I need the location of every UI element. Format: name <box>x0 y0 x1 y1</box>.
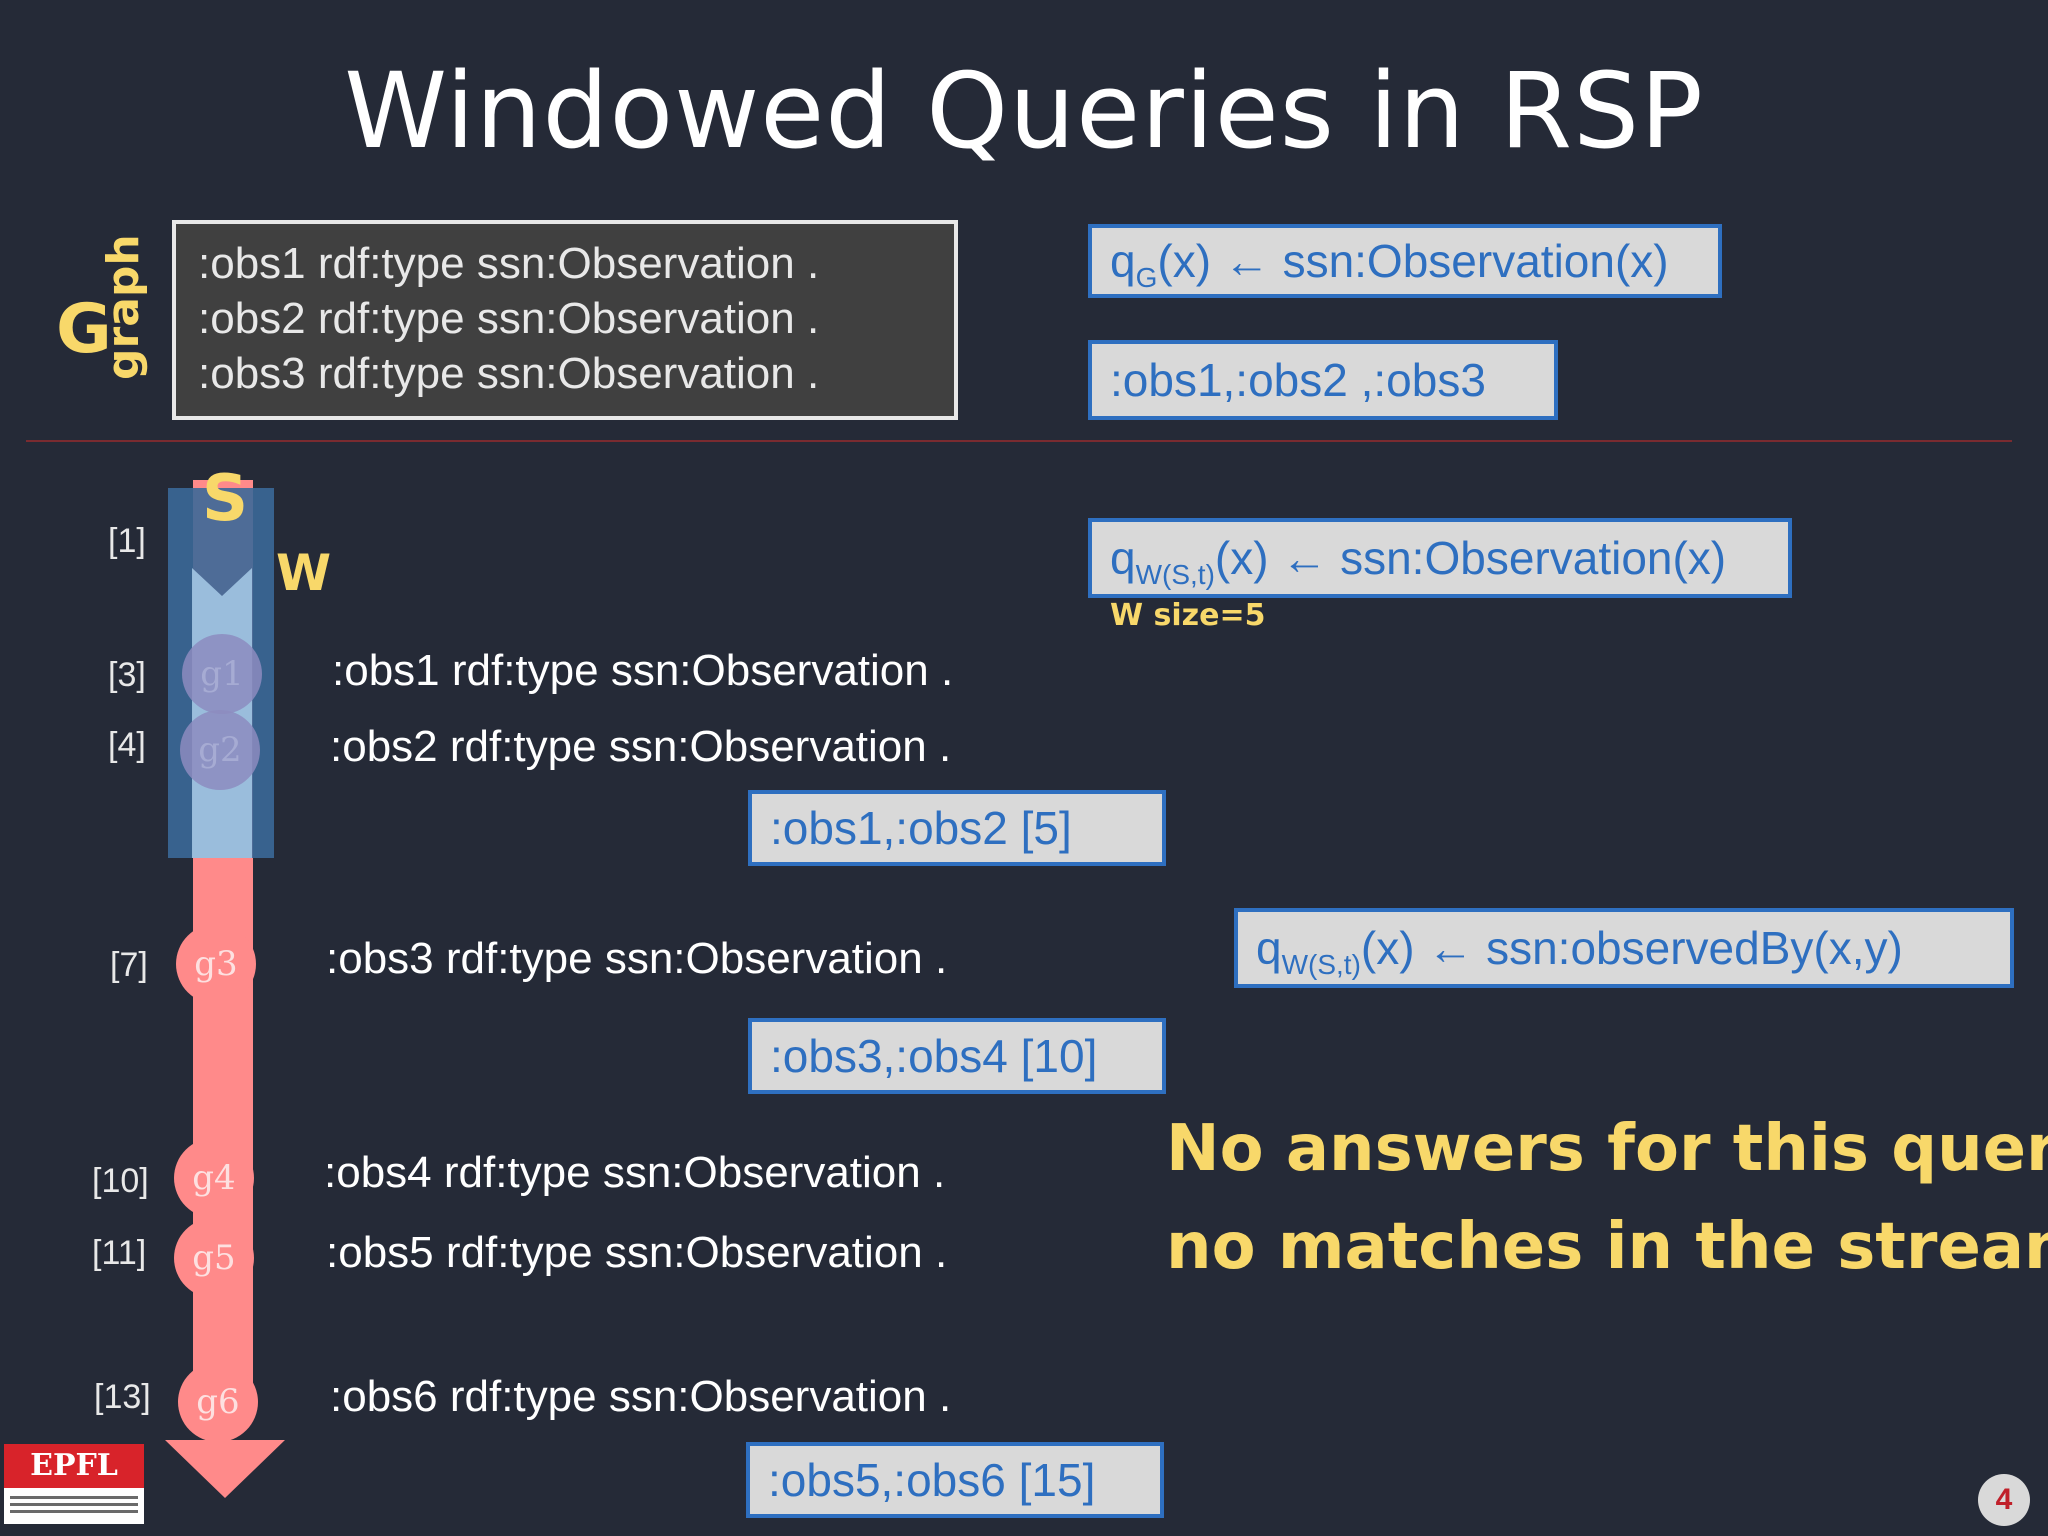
query-graph-answer: :obs1,:obs2 ,:obs3 <box>1088 340 1558 420</box>
query-subscript: W(S,t) <box>1135 559 1215 591</box>
graph-label: graph <box>98 234 149 380</box>
stream-triple: :obs3 rdf:type ssn:Observation . <box>326 934 948 983</box>
page-number: 4 <box>1978 1474 2030 1526</box>
logo-wordmark: EPFL <box>4 1444 144 1488</box>
graph-box: :obs1 rdf:type ssn:Observation . :obs2 r… <box>172 220 958 420</box>
stream-triple: :obs6 rdf:type ssn:Observation . <box>330 1372 952 1421</box>
query-subscript: W(S,t) <box>1281 949 1361 981</box>
window-letter: W <box>276 544 332 602</box>
timestamp: [10] <box>92 1162 149 1200</box>
timestamp: [1] <box>108 522 146 560</box>
slide-title: Windowed Queries in RSP <box>344 50 1704 172</box>
query-graph: qG(x) ← ssn:Observation(x) <box>1088 224 1722 298</box>
timestamp: [7] <box>110 946 148 984</box>
logo-subtext <box>4 1492 144 1522</box>
stream-triple: :obs2 rdf:type ssn:Observation . <box>330 722 952 771</box>
stream-triple: :obs1 rdf:type ssn:Observation . <box>332 646 954 695</box>
query-subscript: G <box>1135 262 1158 294</box>
graph-triple: :obs1 rdf:type ssn:Observation . <box>198 239 820 288</box>
note-line: no matches in the stream <box>1166 1210 2048 1284</box>
graph-triple: :obs2 rdf:type ssn:Observation . <box>198 294 820 343</box>
query-window-observation: qW(S,t)(x) ← ssn:Observation(x) <box>1088 518 1792 598</box>
stream-triple: :obs5 rdf:type ssn:Observation . <box>326 1228 948 1277</box>
query-symbol: q <box>1256 922 1282 974</box>
graph-letter: G <box>56 290 112 369</box>
graph-triple: :obs3 rdf:type ssn:Observation . <box>198 349 820 398</box>
note-line: No answers for this query: <box>1166 1112 2048 1186</box>
stream-node: g5 <box>174 1218 254 1298</box>
stream-triple: :obs4 rdf:type ssn:Observation . <box>324 1148 946 1197</box>
query-body: (x) ← ssn:observedBy(x,y) <box>1360 922 1903 974</box>
window-result: :obs5,:obs6 [15] <box>746 1442 1164 1518</box>
query-symbol: q <box>1110 532 1136 584</box>
stream-letter: S <box>202 462 249 536</box>
no-answers-note: No answers for this query: no matches in… <box>1166 1100 2048 1296</box>
stream-node: g4 <box>174 1138 254 1218</box>
epfl-logo: EPFL <box>4 1444 144 1524</box>
window-result: :obs1,:obs2 [5] <box>748 790 1166 866</box>
query-body: (x) ← ssn:Observation(x) <box>1214 532 1727 584</box>
window-result: :obs3,:obs4 [10] <box>748 1018 1166 1094</box>
stream-node: g3 <box>176 924 256 1004</box>
timestamp: [3] <box>108 656 146 694</box>
query-window-observedby: qW(S,t)(x) ← ssn:observedBy(x,y) <box>1234 908 2014 988</box>
query-symbol: q <box>1110 235 1136 287</box>
section-divider <box>26 440 2012 442</box>
timestamp: [11] <box>92 1234 147 1272</box>
arrow-head <box>165 1440 285 1498</box>
stream-node: g6 <box>178 1362 258 1442</box>
query-body: (x) ← ssn:Observation(x) <box>1157 235 1669 287</box>
timestamp: [13] <box>94 1378 151 1416</box>
timestamp: [4] <box>108 726 146 764</box>
stream-node: g1 <box>182 634 262 714</box>
window-size-label: W size=5 <box>1110 598 1266 633</box>
stream-node: g2 <box>180 710 260 790</box>
